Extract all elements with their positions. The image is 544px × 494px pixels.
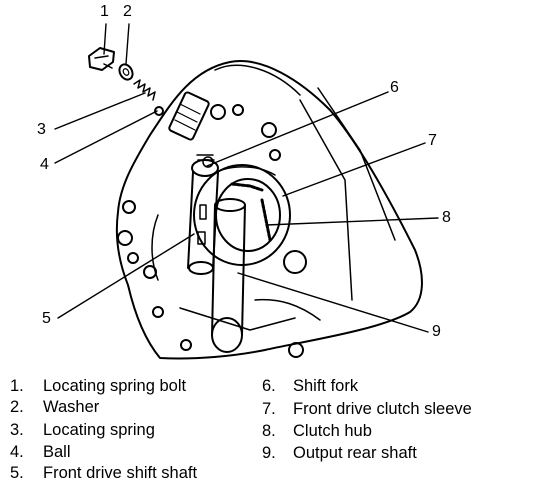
callout-7: 7 (428, 132, 437, 149)
callout-6: 6 (390, 79, 399, 96)
leader-lines (54, 23, 439, 333)
shift-shaft (187, 154, 219, 275)
callout-5: 5 (42, 310, 51, 327)
bolt-holes (117, 104, 307, 358)
legend-number: 7. (262, 400, 276, 418)
legend-label: Clutch hub (293, 422, 372, 440)
legend-label: Shift fork (293, 377, 359, 395)
housing (115, 60, 423, 360)
legend-label: Output rear shaft (293, 444, 417, 462)
legend-number: 3. (10, 421, 24, 439)
callout-4: 4 (40, 156, 49, 173)
locating-spring (133, 79, 156, 101)
legend-number: 5. (10, 464, 24, 482)
legend-number: 9. (262, 444, 276, 462)
legend-label: Washer (43, 398, 100, 416)
callout-2: 2 (123, 3, 132, 20)
callout-1: 1 (100, 3, 109, 20)
callout-3: 3 (37, 121, 46, 138)
callout-9: 9 (432, 323, 441, 340)
ball (154, 106, 164, 116)
spring-bore (168, 91, 210, 141)
clutch-sleeve (193, 164, 291, 266)
legend-label: Locating spring bolt (43, 377, 187, 395)
legend-number: 2. (10, 398, 24, 416)
legend-label: Ball (43, 443, 71, 461)
callout-8: 8 (442, 209, 451, 226)
transfer-case-diagram (54, 23, 439, 360)
washer (118, 63, 134, 81)
legend-number: 8. (262, 422, 276, 440)
locating-bolt (88, 47, 115, 71)
legend-label: Front drive clutch sleeve (293, 400, 472, 418)
legend-number: 1. (10, 377, 24, 395)
legend-label: Front drive shift shaft (43, 464, 198, 482)
legend-number: 6. (262, 377, 276, 395)
legend-label: Locating spring (43, 421, 155, 439)
legend-number: 4. (10, 443, 24, 461)
legend: 1. Locating spring bolt 2. Washer 3. Loc… (0, 372, 544, 494)
